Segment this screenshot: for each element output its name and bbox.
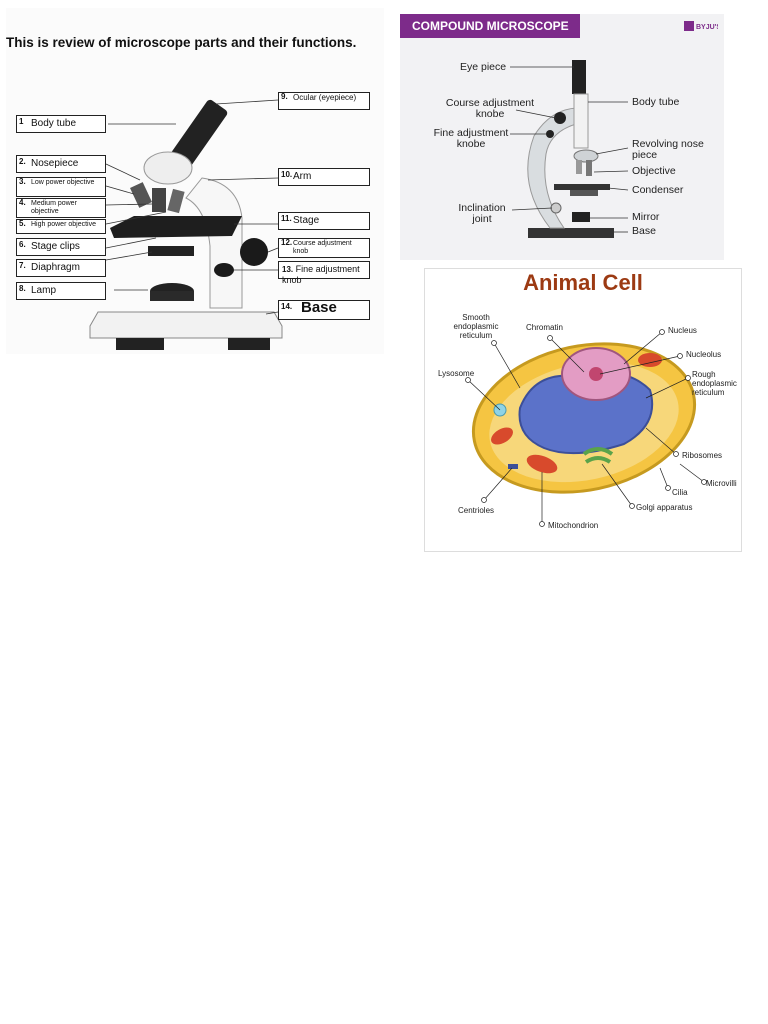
cell-label-nucleolus: Nucleolus [686, 350, 722, 359]
byjus-logo: BYJU'S [684, 19, 721, 35]
cm-label-mirror: Mirror [632, 211, 660, 223]
cm-label-nose-piece: Revolving nose piece [632, 138, 704, 161]
cell-label-centrioles: Centrioles [458, 506, 495, 515]
cell-label-chromatin: Chromatin [526, 323, 563, 332]
animal-cell-illustration [465, 329, 707, 527]
review-title: This is review of microscope parts and t… [6, 35, 357, 50]
label-lamp: 8. Lamp [16, 282, 106, 300]
cell-label-nucleus: Nucleus [668, 326, 697, 335]
label-arm: 10. Arm [278, 168, 370, 186]
label-text: Stage [293, 215, 320, 226]
label-text: Low power objective [31, 179, 95, 186]
cm-label-course-adjustment: Course adjustment knobe [445, 97, 535, 120]
cell-label-lysosome: Lysosome [438, 369, 475, 378]
cell-label-ribosomes: Ribosomes [682, 451, 723, 460]
compound-microscope-illustration [510, 60, 629, 238]
label-stage-clips: 6. Stage clips [16, 238, 106, 256]
label-high-power: 5. High power objective [16, 219, 106, 234]
label-number: 9. [281, 92, 288, 101]
label-number: 10. [281, 170, 293, 179]
label-diaphragm: 7. Diaphragm [16, 259, 106, 277]
label-number: 14. [281, 302, 293, 311]
label-number: 12. [281, 238, 293, 247]
label-body-tube: 1 Body tube [16, 115, 106, 133]
cell-label-golgi: Golgi apparatus [636, 503, 693, 512]
label-text: Arm [293, 171, 312, 182]
label-text: Stage clips [31, 241, 80, 252]
compound-microscope-panel [400, 14, 724, 260]
cm-label-inclination-joint: Inclination joint [458, 202, 506, 225]
label-number: 11. [281, 214, 292, 223]
cell-label-smooth-er: Smooth endoplasmic reticulum [453, 313, 499, 340]
label-text: High power objective [31, 221, 96, 228]
label-text: Lamp [31, 285, 57, 296]
label-base: 14. Base [278, 300, 370, 320]
animal-cell-title: Animal Cell [523, 270, 643, 295]
label-number: 13. [282, 265, 294, 274]
label-nosepiece: 2. Nosepiece [16, 155, 106, 173]
microscope-illustration [89, 99, 283, 350]
label-medium-power: 4. Medium power objective [16, 198, 106, 218]
label-text: Fine adjustment knob [282, 264, 360, 285]
cm-label-base: Base [632, 225, 656, 237]
label-text: Ocular (eyepiece) [293, 93, 357, 102]
label-number: 2. [19, 157, 26, 166]
label-number: 4. [19, 198, 26, 207]
label-number: 7. [19, 261, 26, 270]
compound-header: COMPOUND MICROSCOPE [400, 14, 580, 38]
label-stage: 11. Stage [278, 212, 370, 230]
cm-label-eye-piece: Eye piece [460, 61, 507, 73]
label-number: 3. [19, 177, 26, 186]
cm-label-condenser: Condenser [632, 184, 684, 196]
label-text: Diaphragm [31, 262, 80, 273]
label-low-power: 3. Low power objective [16, 177, 106, 197]
cell-label-microvilli: Microvilli [706, 479, 737, 488]
label-text: Body tube [31, 118, 77, 129]
cell-label-cilia: Cilia [672, 488, 688, 497]
cell-label-rough-er: Rough endoplasmic reticulum [692, 370, 737, 397]
label-text: Nosepiece [31, 158, 79, 169]
cm-label-fine-adjustment: Fine adjustment knobe [433, 127, 509, 150]
cell-label-mitochondrion: Mitochondrion [548, 521, 599, 530]
svg-text:BYJU'S: BYJU'S [696, 24, 718, 31]
label-text: Course adjustment knob [293, 240, 352, 255]
cm-label-objective: Objective [632, 165, 676, 177]
label-text: Base [301, 299, 337, 316]
cm-label-body-tube: Body tube [632, 96, 680, 108]
label-fine-adjustment: 13. Fine adjustment knob [278, 261, 370, 285]
label-text: Medium power objective [31, 200, 77, 215]
label-number: 8. [19, 284, 26, 293]
label-number: 1 [19, 117, 24, 126]
label-course-adjustment: 12. Course adjustment knob [278, 238, 370, 258]
label-number: 6. [19, 240, 26, 249]
label-ocular: 9. Ocular (eyepiece) [278, 92, 370, 110]
label-number: 5. [19, 219, 26, 228]
